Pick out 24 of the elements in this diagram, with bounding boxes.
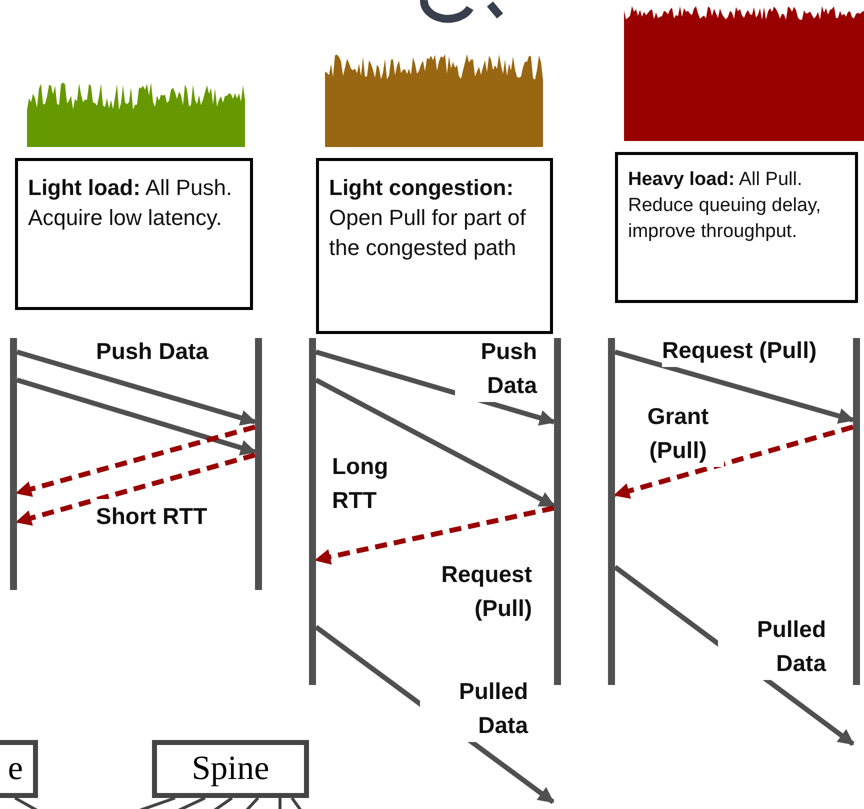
lifeline: [608, 338, 615, 685]
arrow: [314, 378, 556, 508]
note-box: Heavy load: All Pull. Reduce queuing delay, improve throughput.: [615, 152, 858, 303]
arrow: [614, 350, 855, 424]
dashed-arrow: [15, 452, 256, 526]
arrow: [16, 378, 257, 456]
note-box: Light load: All Push. Acquire low latency.: [15, 158, 253, 310]
lifeline: [255, 338, 262, 590]
connector-line: [278, 798, 282, 809]
connector-line: [211, 796, 233, 809]
note-box: Light congestion: Open Pull for part of the congested path: [316, 158, 553, 334]
dashed-arrow: [314, 506, 555, 565]
arrow: [315, 350, 556, 426]
lifeline: [10, 338, 17, 590]
dashed-arrow: [15, 424, 256, 497]
switch-box: Spine: [152, 740, 309, 798]
switch-box: e: [0, 740, 38, 798]
lifeline: [853, 338, 860, 685]
arrow: [16, 350, 257, 426]
dashed-arrow: [613, 424, 854, 499]
connector-line: [244, 796, 260, 809]
lifeline: [309, 338, 316, 685]
lifeline: [554, 338, 561, 685]
connector-line: [290, 797, 304, 809]
